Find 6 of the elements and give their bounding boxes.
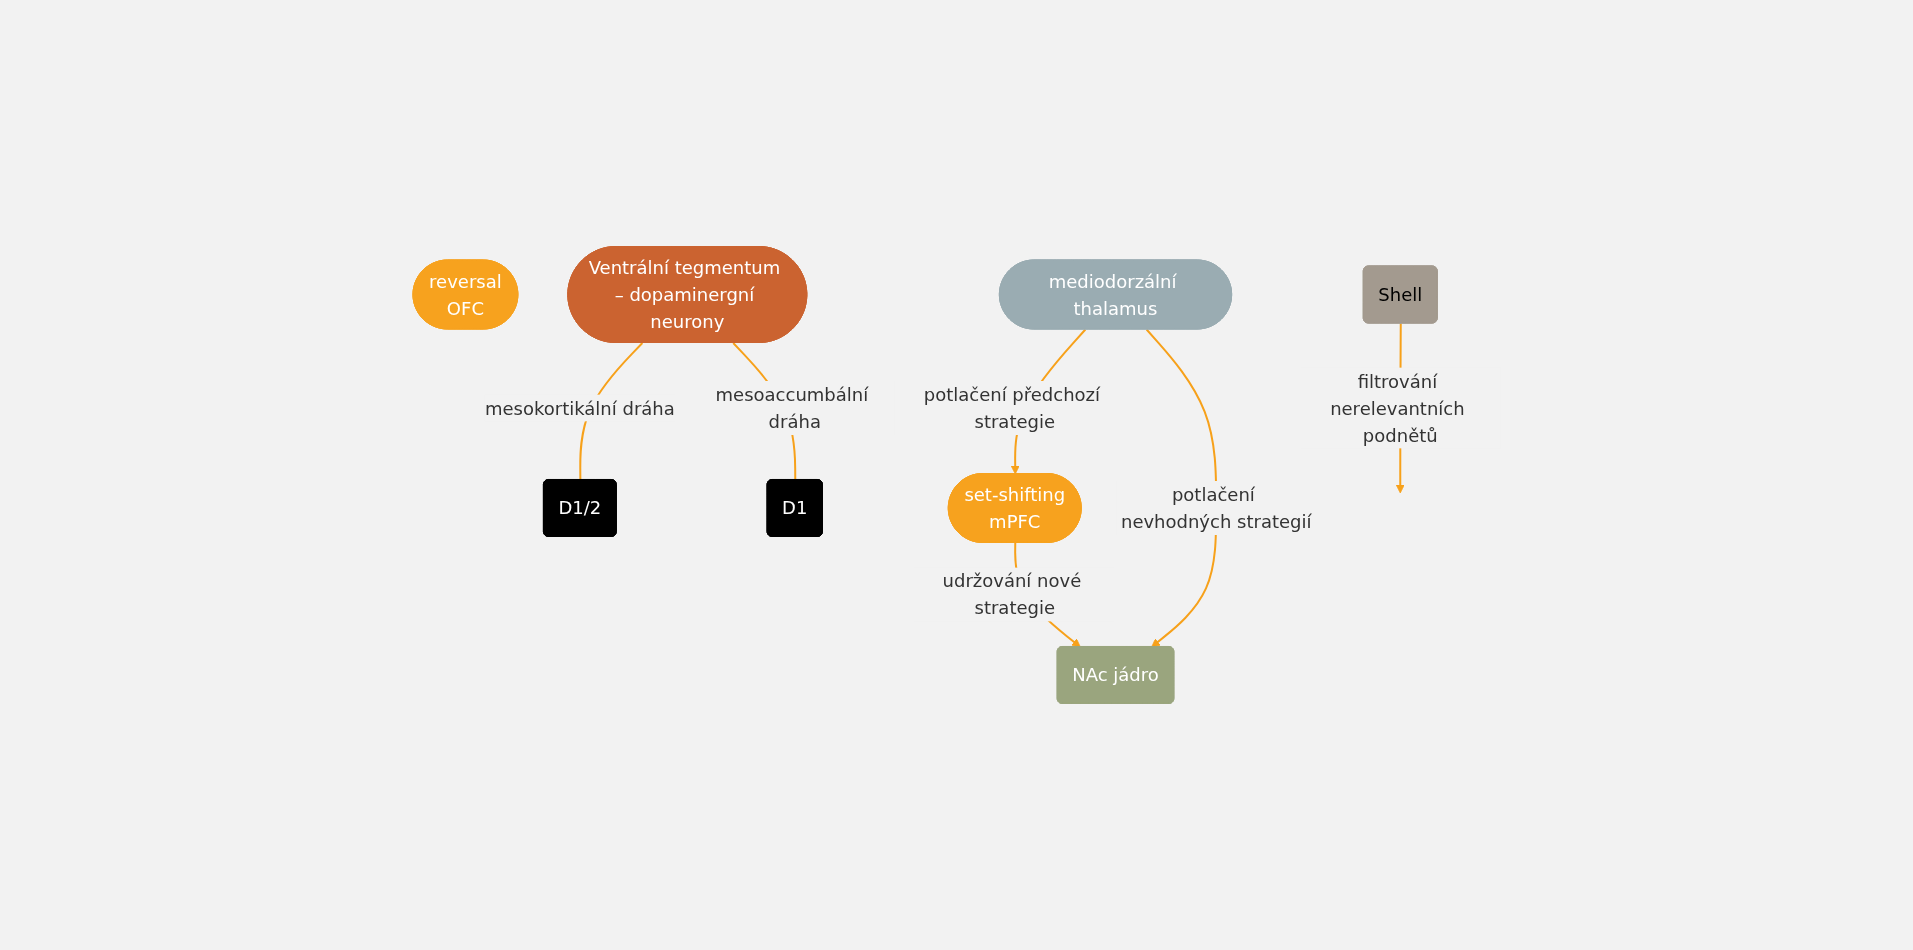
edge-label: mesoaccumbální dráha [715, 384, 869, 432]
edge-label: potlačení předchozí strategie [923, 384, 1100, 432]
edge-label: potlačení nevhodných strategií [1120, 484, 1312, 532]
edge-label: udržování nové strategie [942, 570, 1082, 619]
edge-label: mesokortikální dráha [484, 397, 675, 419]
edge-label: filtrování nerelevantních podnětů [1330, 370, 1465, 446]
